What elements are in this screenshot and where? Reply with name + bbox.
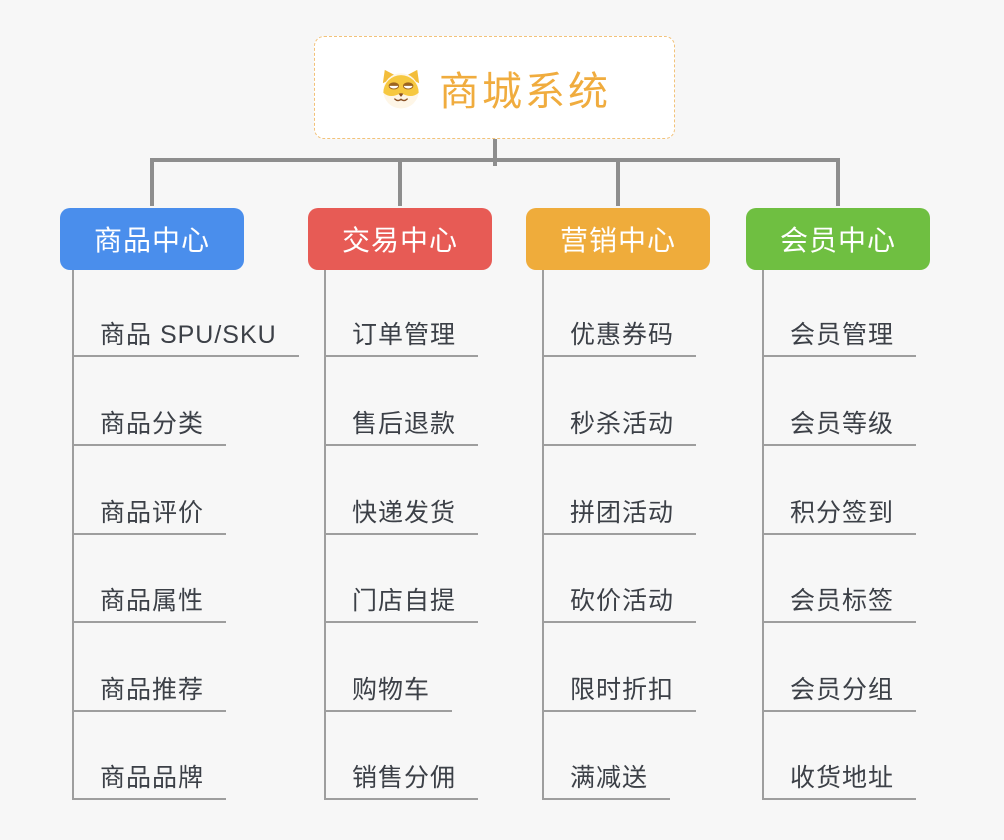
branch-spine [72,270,74,800]
leaf-node[interactable]: 商品品牌 [72,764,227,800]
leaf-node[interactable]: 商品评价 [72,499,227,535]
branch-spine [542,270,544,800]
leaf-node[interactable]: 会员等级 [762,410,917,446]
root-node[interactable]: 商城系统 [314,36,675,139]
leaf-node[interactable]: 销售分佣 [324,764,479,800]
shiba-dog-icon [378,67,424,109]
branch-product-center[interactable]: 商品中心 [60,208,244,270]
leaf-node[interactable]: 拼团活动 [542,499,697,535]
leaf-node[interactable]: 砍价活动 [542,587,697,623]
leaf-node[interactable]: 购物车 [324,676,453,712]
root-title: 商城系统 [439,69,611,114]
leaf-node[interactable]: 会员分组 [762,676,917,712]
leaf-node[interactable]: 秒杀活动 [542,410,697,446]
branch-marketing-center[interactable]: 营销中心 [526,208,710,270]
leaf-node[interactable]: 商品属性 [72,587,227,623]
branch-trade-center[interactable]: 交易中心 [308,208,492,270]
connector-drop [150,158,154,206]
leaf-node[interactable]: 售后退款 [324,410,479,446]
connector-drop [398,158,402,206]
connector-drop [836,158,840,206]
leaf-node[interactable]: 订单管理 [324,321,479,357]
leaf-node[interactable]: 限时折扣 [542,676,697,712]
leaf-node[interactable]: 满减送 [542,764,671,800]
leaf-node[interactable]: 收货地址 [762,764,917,800]
branch-member-center[interactable]: 会员中心 [746,208,930,270]
leaf-node[interactable]: 商品 SPU/SKU [72,321,299,357]
leaf-node[interactable]: 会员标签 [762,587,917,623]
leaf-node[interactable]: 会员管理 [762,321,917,357]
connector-root-stub [493,139,497,166]
connector-drop [616,158,620,206]
leaf-node[interactable]: 商品推荐 [72,676,227,712]
leaf-node[interactable]: 积分签到 [762,499,917,535]
leaf-node[interactable]: 快递发货 [324,499,479,535]
branch-spine [762,270,764,800]
connector-horizontal [150,158,840,162]
leaf-node[interactable]: 优惠券码 [542,321,697,357]
leaf-node[interactable]: 门店自提 [324,587,479,623]
branch-spine [324,270,326,800]
leaf-node[interactable]: 商品分类 [72,410,227,446]
